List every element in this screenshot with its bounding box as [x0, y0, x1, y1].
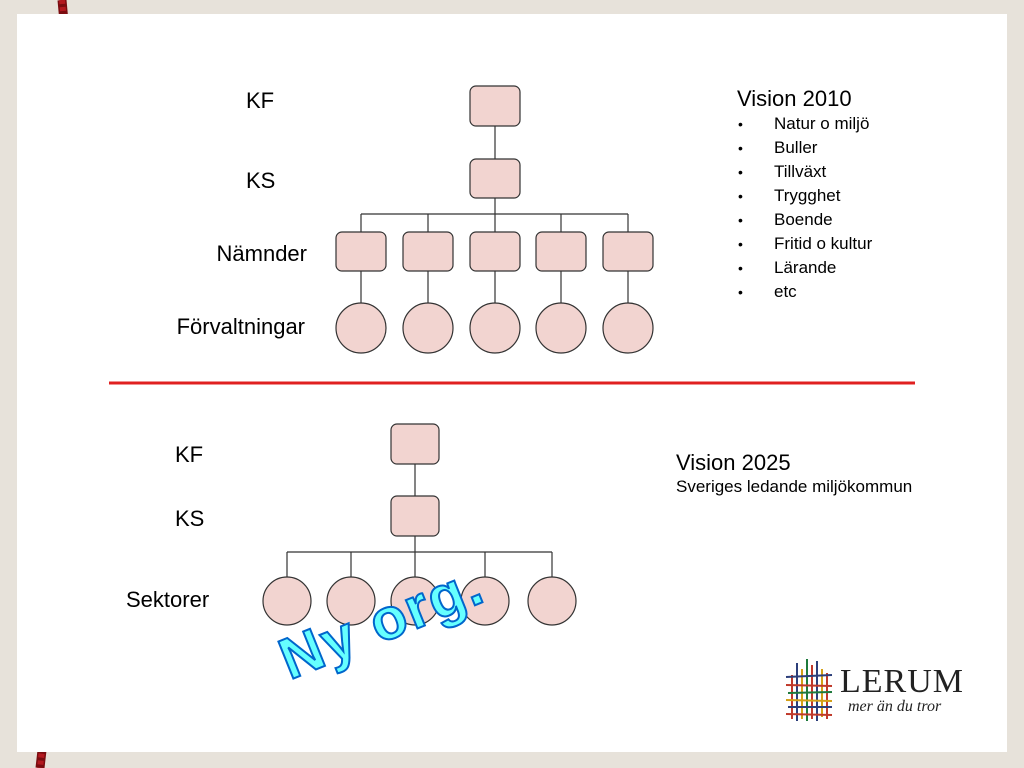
org-chart-diagram [109, 85, 915, 626]
level-label-kf: KF [246, 88, 275, 113]
namnd-node [335, 231, 387, 272]
forvaltning-node [602, 302, 654, 354]
list-item: Boende [737, 208, 977, 232]
lerum-logo-icon [785, 659, 833, 721]
ks-node [390, 495, 440, 537]
list-item: Tillväxt [737, 160, 977, 184]
list-item: Fritid o kultur [737, 232, 977, 256]
vision-2025-block: Vision 2025 Sveriges ledande miljökommun [676, 450, 976, 498]
list-item: Natur o miljö [737, 112, 977, 136]
vision-2010-title: Vision 2010 [737, 86, 852, 111]
level-label-namnder: Nämnder [216, 241, 307, 266]
sektor-node [326, 576, 376, 626]
forvaltning-node [535, 302, 587, 354]
namnd-node [535, 231, 587, 272]
sektor-node [262, 576, 312, 626]
sektor-node [460, 576, 510, 626]
sektor-node [527, 576, 577, 626]
ks-node [469, 158, 521, 199]
level-label-forvaltningar: Förvaltningar [176, 314, 305, 339]
vision-2010-block: Vision 2010 Natur o miljö Buller Tillväx… [737, 86, 977, 304]
level-label-kf: KF [175, 442, 204, 467]
vision-2025-subtitle: Sveriges ledande miljökommun [676, 477, 913, 496]
bottom-org-chart [262, 423, 577, 626]
forvaltning-node [402, 302, 454, 354]
slide: KF KS Nämnder Förvaltningar KF KS Sektor… [17, 14, 1007, 752]
logo-wordmark: LERUM [840, 663, 964, 700]
vision-2010-list: Natur o miljö Buller Tillväxt Trygghet B… [737, 112, 977, 304]
namnd-node [602, 231, 654, 272]
list-item: Trygghet [737, 184, 977, 208]
kf-node [390, 423, 440, 465]
list-item: Lärande [737, 256, 977, 280]
top-org-chart [335, 85, 654, 354]
level-label-ks: KS [175, 506, 205, 531]
namnd-node [402, 231, 454, 272]
level-label-sektorer: Sektorer [126, 587, 210, 612]
list-item: Buller [737, 136, 977, 160]
kf-node [469, 85, 521, 127]
level-label-ks: KS [246, 168, 276, 193]
list-item: etc [737, 280, 977, 304]
vision-2025-title: Vision 2025 [676, 450, 791, 475]
forvaltning-node [335, 302, 387, 354]
sektor-node [390, 576, 440, 626]
namnd-node [469, 231, 521, 272]
forvaltning-node [469, 302, 521, 354]
logo-tagline: mer än du tror [848, 698, 942, 715]
